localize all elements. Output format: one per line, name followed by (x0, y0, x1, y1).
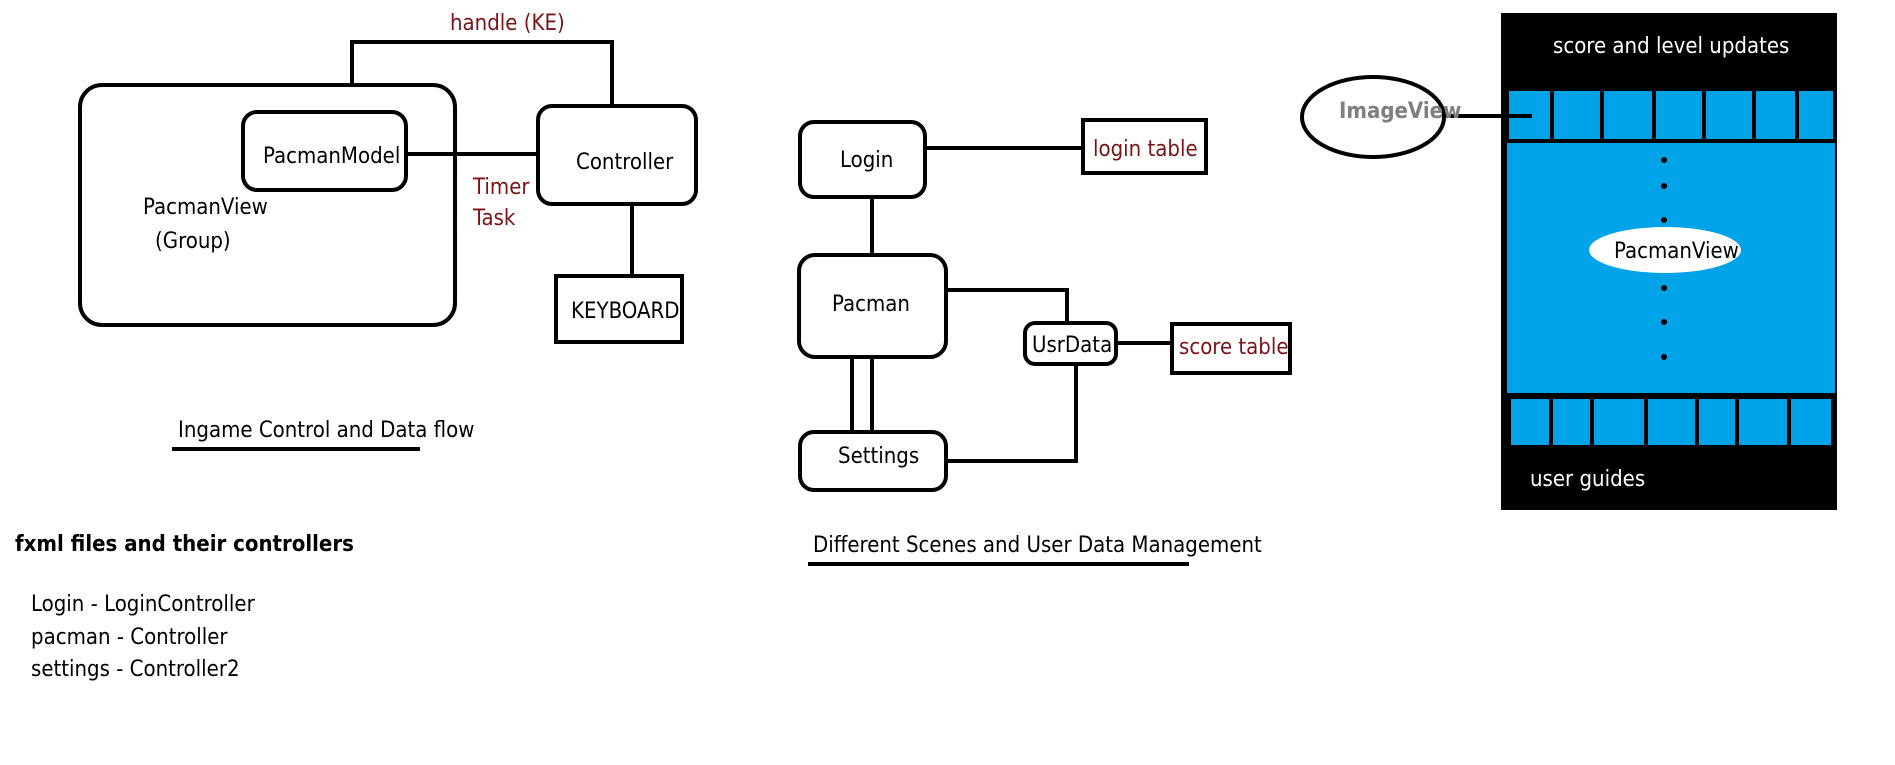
top-cell (1795, 87, 1837, 143)
scenes-section: Login login table Pacman UsrData score t… (797, 118, 1292, 566)
bottom-cell (1590, 395, 1648, 449)
imageview-label: ImageView (1339, 99, 1461, 124)
screen-layout-section: score and level updates PacmanView (1300, 13, 1837, 510)
usrdata-box (1023, 321, 1118, 366)
top-cell (1550, 87, 1604, 143)
bottom-cell (1787, 395, 1835, 449)
pacman-scene-box (797, 253, 948, 359)
dot (1661, 319, 1667, 325)
task-label: Task (472, 206, 516, 231)
settings-usrdata-connector (946, 364, 1078, 463)
top-cell (1652, 87, 1706, 143)
scenes-caption: Different Scenes and User Data Managemen… (813, 533, 1262, 558)
bottom-cell-row (1507, 395, 1835, 449)
top-cell-row (1505, 87, 1837, 143)
dot (1661, 217, 1667, 223)
score-level-label: score and level updates (1553, 34, 1789, 59)
keyboard-box (554, 274, 684, 344)
bottom-cell (1644, 395, 1699, 449)
pacman-model-box (241, 110, 408, 192)
login-scene-label: Login (840, 148, 893, 173)
pacman-view-group-label: (Group) (155, 229, 231, 254)
pacman-view-ellipse-label: PacmanView (1614, 239, 1739, 264)
settings-scene-box (798, 430, 948, 492)
usrdata-label: UsrData (1032, 333, 1112, 358)
pacman-model-label: PacmanModel (263, 144, 400, 169)
top-cell (1600, 87, 1656, 143)
pacman-scene-label: Pacman (832, 292, 910, 317)
pacman-view-ellipse (1589, 227, 1741, 273)
top-cell (1752, 87, 1799, 143)
fxml-line-pacman: pacman - Controller (31, 625, 228, 650)
timer-label: Timer (472, 175, 530, 200)
login-scene-box (798, 120, 927, 199)
handle-label: handle (KE) (450, 11, 565, 36)
bottom-cell (1549, 395, 1594, 449)
score-table-label: score table (1179, 335, 1289, 360)
fxml-title: fxml files and their controllers (15, 532, 354, 557)
imageview-ellipse (1300, 75, 1446, 159)
ingame-caption: Ingame Control and Data flow (178, 418, 474, 443)
settings-scene-label: Settings (838, 444, 919, 469)
pacman-usrdata-connector (946, 288, 1069, 323)
dot (1661, 183, 1667, 189)
pacman-view-label: PacmanView (143, 195, 268, 220)
score-table-box (1170, 322, 1292, 375)
dot (1661, 285, 1667, 291)
login-table-label: login table (1093, 137, 1198, 162)
keyboard-label: KEYBOARD (571, 299, 679, 324)
top-cell (1702, 87, 1756, 143)
top-ellipsis-dots (1661, 157, 1667, 223)
dot (1661, 157, 1667, 163)
login-table-box (1081, 118, 1208, 175)
user-guides-label: user guides (1530, 467, 1645, 492)
handle-connector (350, 40, 614, 118)
bottom-cell (1507, 395, 1553, 449)
controller-box (536, 104, 698, 206)
dot (1661, 354, 1667, 360)
bottom-ellipsis-dots (1661, 285, 1667, 360)
bottom-cell (1735, 395, 1791, 449)
fxml-section: fxml files and their controllers Login -… (15, 532, 354, 682)
controller-label: Controller (576, 150, 674, 175)
fxml-line-settings: settings - Controller2 (31, 657, 240, 682)
bottom-cell (1695, 395, 1739, 449)
ingame-flow-section: handle (KE) PacmanView (Group) PacmanMod… (78, 11, 698, 451)
fxml-line-login: Login - LoginController (31, 592, 256, 617)
